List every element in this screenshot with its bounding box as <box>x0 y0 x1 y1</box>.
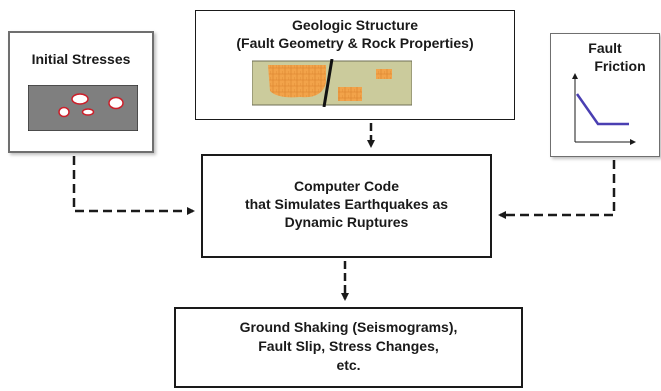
initial-stresses-label: Initial Stresses <box>31 51 131 67</box>
fault-friction-box: Fault Friction <box>550 33 660 157</box>
computer-code-line1: Computer Code <box>294 178 399 194</box>
fault-friction-label-line1: Fault <box>588 40 622 56</box>
initial-stresses-box: Initial Stresses <box>8 31 154 153</box>
stress-hole <box>108 96 124 110</box>
geologic-structure-title-line2: (Fault Geometry & Rock Properties) <box>236 35 474 51</box>
fault-line <box>322 59 334 107</box>
output-line2: Fault Slip, Stress Changes, <box>258 338 439 354</box>
output-box: Ground Shaking (Seismograms), Fault Slip… <box>174 307 523 388</box>
arrow-stresses-to-code <box>72 156 195 215</box>
geologic-structure-title-line1: Geologic Structure <box>291 17 419 33</box>
output-line3: etc. <box>336 357 361 373</box>
arrow-friction-to-code <box>498 160 616 219</box>
stress-hole <box>58 106 70 118</box>
fault-cross-section-illustration <box>252 59 412 107</box>
stress-field-illustration <box>28 85 138 131</box>
stress-hole <box>71 93 89 105</box>
computer-code-box: Computer Code that Simulates Earthquakes… <box>201 154 492 258</box>
fault-friction-label-line2: Friction <box>594 58 646 74</box>
geologic-structure-box: Geologic Structure (Fault Geometry & Roc… <box>195 10 515 120</box>
friction-curve <box>575 93 629 126</box>
friction-curve-graph <box>572 73 636 145</box>
rock-patch <box>338 87 362 101</box>
computer-code-line2: that Simulates Earthquakes as <box>244 196 449 212</box>
computer-code-line3: Dynamic Ruptures <box>284 214 409 230</box>
stress-hole <box>81 108 95 116</box>
rock-patch <box>376 69 392 79</box>
rock-patch <box>268 65 326 98</box>
output-line1: Ground Shaking (Seismograms), <box>239 319 458 335</box>
